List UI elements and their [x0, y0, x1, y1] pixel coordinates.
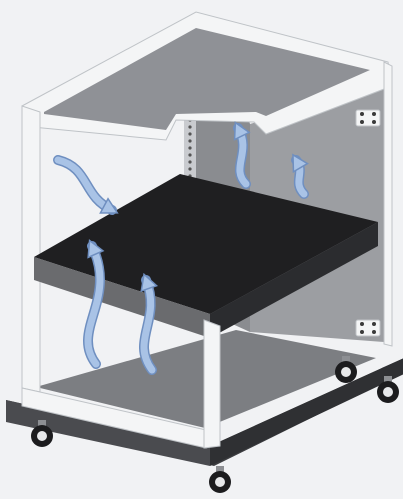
rail-hole: [188, 139, 191, 142]
frame-post-left: [22, 106, 40, 392]
rail-hole: [188, 125, 191, 128]
frame-post-right: [384, 62, 392, 346]
side-vent-plate-bottom: [356, 320, 380, 336]
rail-hole: [188, 132, 191, 135]
rail-hole: [188, 160, 191, 163]
rail-hole: [188, 167, 191, 170]
frame-post-front: [204, 320, 220, 448]
side-vent-plate-top: [356, 110, 380, 126]
rail-hole: [188, 153, 191, 156]
rail-holes: [188, 118, 191, 177]
rail-hole: [188, 146, 191, 149]
